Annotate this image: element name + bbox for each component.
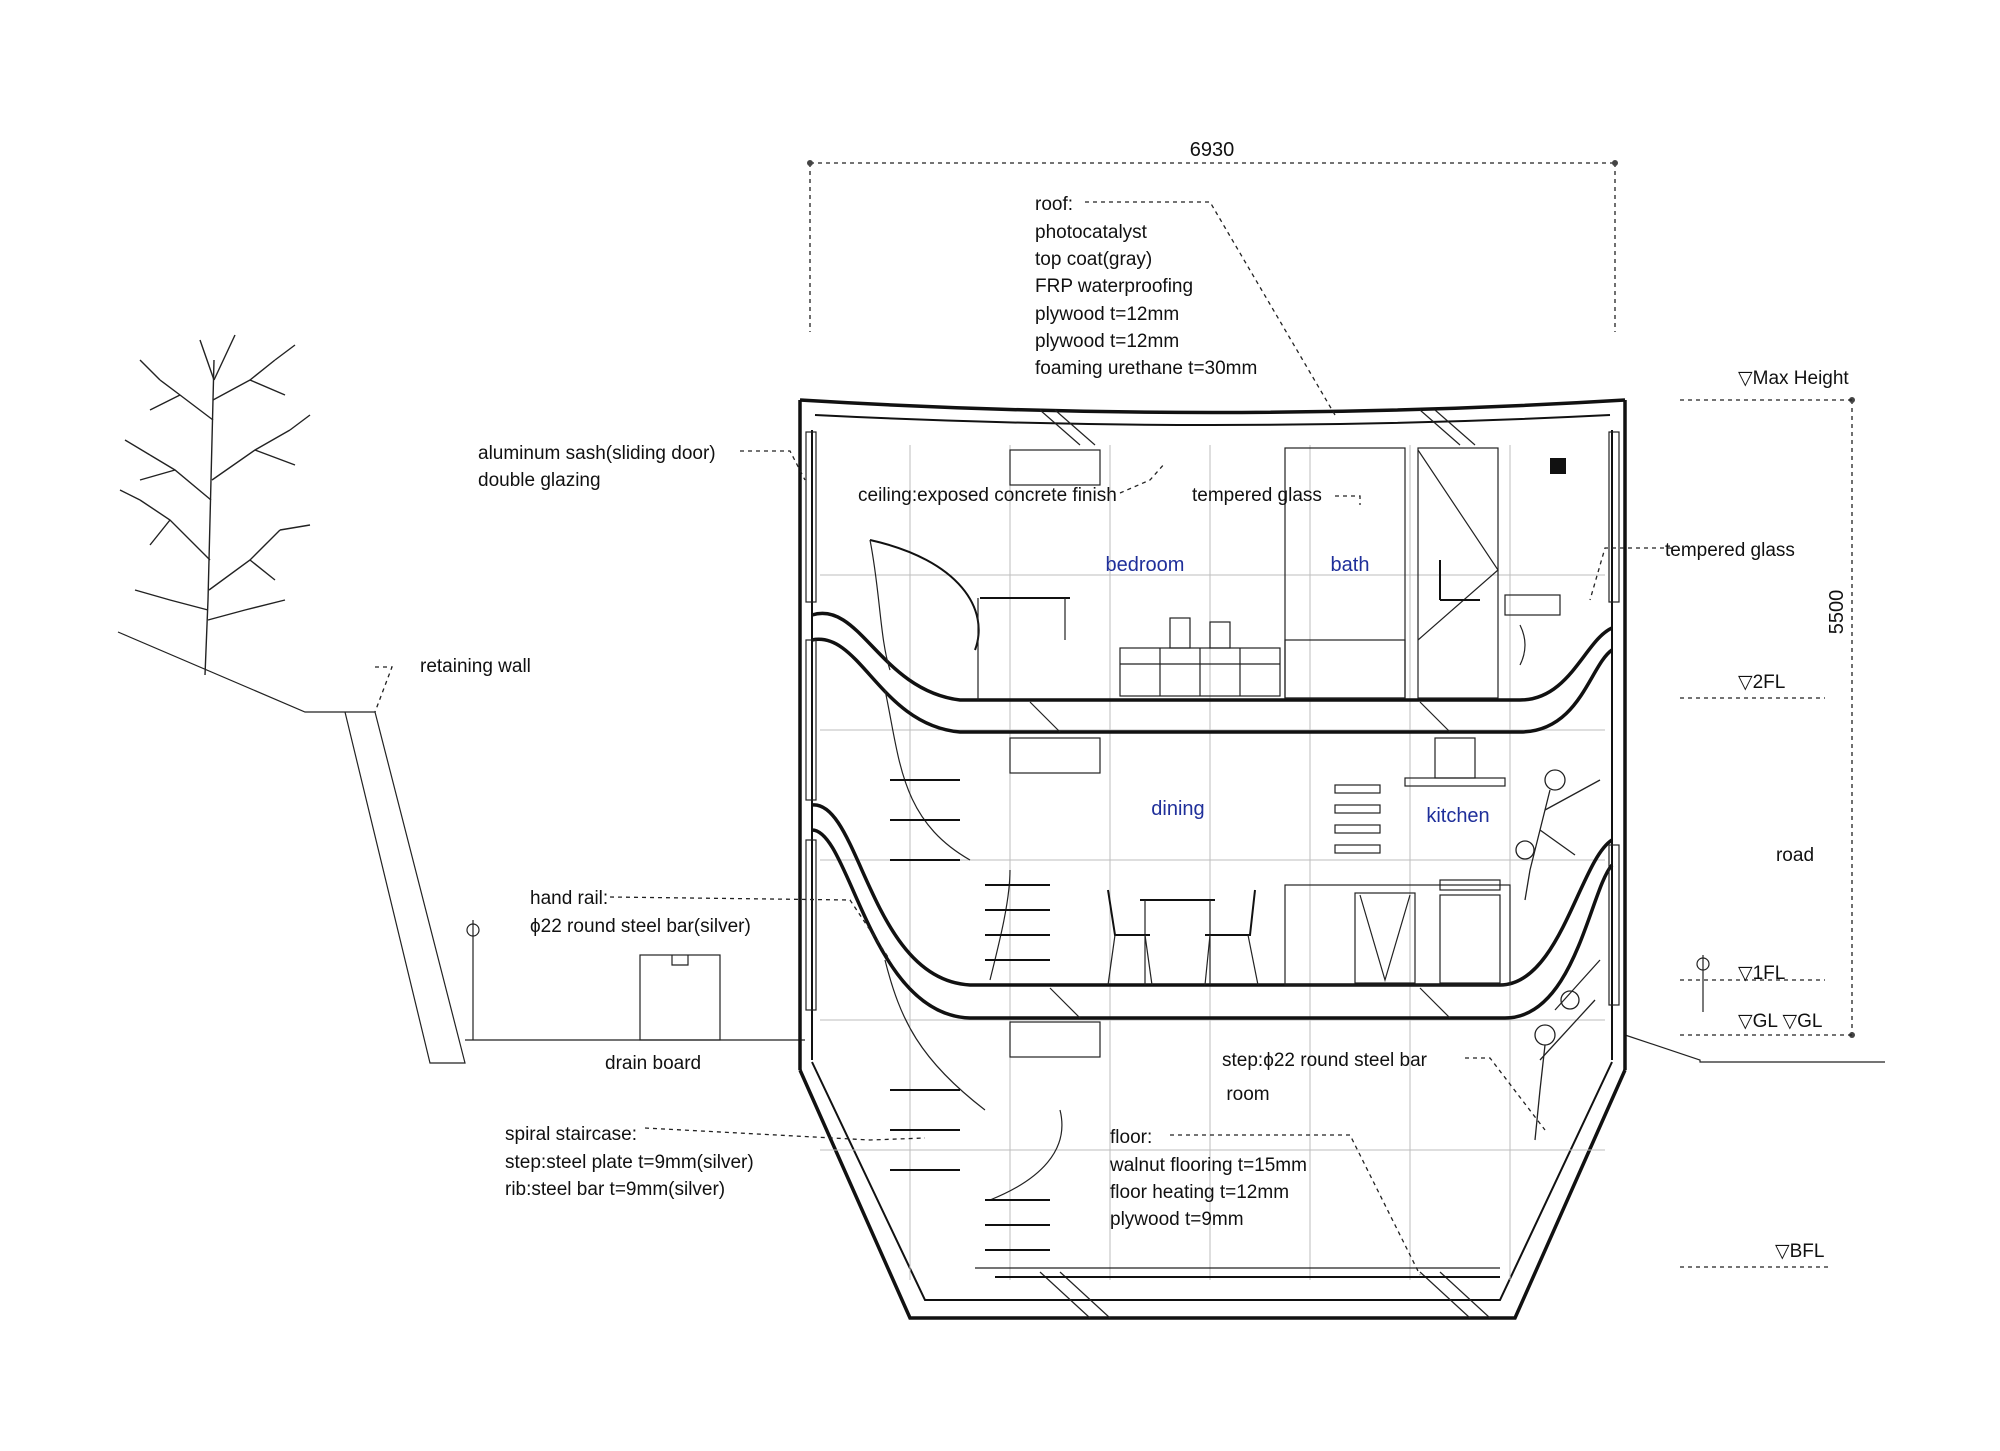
sash-left-upper — [805, 431, 817, 603]
note-roof: roof: photocatalyst top coat(gray) FRP w… — [1035, 194, 1257, 379]
room-label-bath: bath — [1331, 554, 1370, 576]
room-label-room: room — [1226, 1084, 1269, 1105]
range-hood-icon — [1434, 737, 1476, 779]
level-2fl: ▽2FL — [1738, 672, 1785, 693]
note-tempered-glass-top: tempered glass — [1192, 485, 1322, 506]
note-drain-board: drain board — [605, 1053, 701, 1074]
floor-note-line: floor: — [1110, 1127, 1152, 1148]
sash-note-line: aluminum sash(sliding door) — [478, 443, 716, 464]
drain-board-box — [639, 954, 721, 1041]
hand-rail-note-line: ϕ22 round steel bar(silver) — [530, 916, 751, 937]
ceiling-light-upper — [1009, 449, 1101, 486]
building-shell — [798, 398, 1627, 1320]
kitchen-counter — [1284, 884, 1511, 986]
height-dimension: 5500 — [1826, 397, 1855, 1038]
annotation-leaders — [374, 201, 1672, 1276]
dining-set — [1107, 889, 1259, 986]
room-label-dining: dining — [1151, 798, 1204, 820]
sash-note-line: double glazing — [478, 470, 601, 491]
ceiling-light-middle — [1009, 737, 1101, 774]
height-dimension-label: 5500 — [1826, 590, 1848, 635]
floor-slabs — [811, 611, 1614, 1278]
note-spiral-staircase: spiral staircase: step:steel plate t=9mm… — [505, 1124, 754, 1200]
note-step: step:ϕ22 round steel bar — [1222, 1050, 1428, 1071]
slab-2fl-top — [811, 611, 1613, 702]
sash-left-lower — [805, 839, 817, 1011]
floor-note-line: walnut flooring t=15mm — [1109, 1155, 1307, 1176]
room-label-road: road — [1776, 845, 1814, 866]
room-label-kitchen: kitchen — [1426, 805, 1489, 827]
note-tempered-glass-right: tempered glass — [1665, 540, 1795, 561]
note-floor: floor: walnut flooring t=15mm floor heat… — [1109, 1127, 1307, 1230]
floor-note-line: floor heating t=12mm — [1110, 1182, 1289, 1203]
kitchen-fixtures — [1284, 737, 1511, 986]
roof-note-line: roof: — [1035, 194, 1073, 215]
sash-right-lower — [1608, 844, 1620, 1006]
staircase-note-line: rib:steel bar t=9mm(silver) — [505, 1179, 725, 1200]
roof-note-line: plywood t=12mm — [1035, 331, 1179, 352]
note-ceiling: ceiling:exposed concrete finish — [858, 485, 1117, 506]
roof-note-line: top coat(gray) — [1035, 249, 1152, 270]
width-dimension-label: 6930 — [1190, 139, 1235, 161]
human-figures — [1515, 769, 1601, 1141]
roof-note-line: foaming urethane t=30mm — [1035, 358, 1257, 379]
site-ground — [117, 631, 1885, 1064]
staircase-note-line: step:steel plate t=9mm(silver) — [505, 1152, 754, 1173]
width-dimension: 6930 — [807, 139, 1618, 332]
hand-rail-note-line: hand rail: — [530, 888, 608, 909]
level-gl: ▽GL ▽GL — [1738, 1011, 1823, 1032]
room-labels: bedroom bath dining kitchen room road — [1106, 554, 1814, 1105]
slab-2fl-bottom — [811, 637, 1614, 734]
note-retaining-wall: retaining wall — [420, 656, 531, 677]
level-bfl: ▽BFL — [1775, 1241, 1824, 1262]
oven-icon — [1439, 894, 1501, 984]
roof-note-line: FRP waterproofing — [1035, 276, 1193, 297]
dining-chair-right — [1205, 889, 1256, 936]
bath-enclosure — [1284, 447, 1566, 699]
side-windows — [805, 431, 1620, 1011]
washbasin-icon — [1504, 594, 1561, 616]
note-sash: aluminum sash(sliding door) double glazi… — [478, 443, 716, 491]
sash-right-upper — [1608, 431, 1620, 603]
level-marks: ▽Max Height ▽2FL ▽1FL ▽GL ▽GL ▽BFL — [1680, 368, 1855, 1268]
roof-note-line: photocatalyst — [1035, 222, 1148, 243]
spiral-staircase — [869, 539, 1070, 1251]
note-hand-rail: hand rail: ϕ22 round steel bar(silver) — [530, 888, 751, 937]
floor-note-line: plywood t=9mm — [1110, 1209, 1244, 1230]
tree-icon — [119, 334, 311, 676]
concrete-formwork-grid — [820, 445, 1605, 1280]
level-1fl: ▽1FL — [1738, 963, 1785, 984]
person-icon-lower — [1534, 959, 1601, 1141]
ceiling-light-lower — [1009, 1021, 1101, 1058]
person-icon-upper — [1515, 769, 1601, 901]
bedroom-furniture — [1009, 449, 1281, 1058]
sash-left-middle — [805, 639, 817, 801]
roof-note-line: plywood t=12mm — [1035, 304, 1179, 325]
room-label-bedroom: bedroom — [1106, 554, 1185, 576]
staircase-note-line: spiral staircase: — [505, 1124, 637, 1145]
dining-chair-left — [1107, 889, 1150, 936]
vent-icon — [1550, 458, 1566, 474]
level-max-height: ▽Max Height — [1738, 368, 1849, 389]
slab-1fl-top — [811, 803, 1614, 987]
slab-1fl-bottom — [811, 828, 1614, 1020]
